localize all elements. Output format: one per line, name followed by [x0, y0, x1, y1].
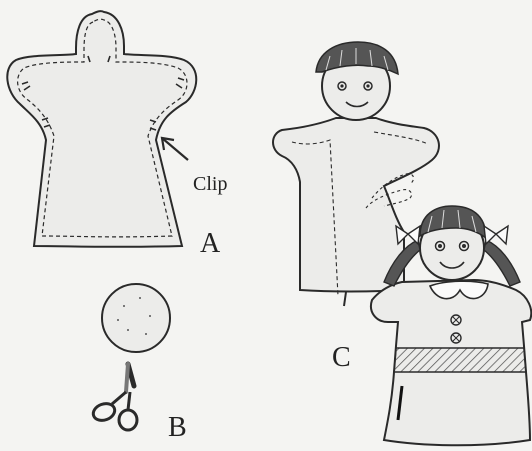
girl-waistband — [394, 348, 526, 372]
boy-body — [273, 118, 439, 292]
figure-b-head-cutout — [91, 284, 170, 430]
scissors-icon — [91, 364, 137, 430]
girl-pigtail-right — [484, 240, 520, 286]
figure-a-pattern — [7, 11, 196, 247]
label-c: C — [332, 344, 351, 372]
figure-c-boy-puppet — [273, 42, 439, 306]
head-circle — [102, 284, 170, 352]
pattern-outline — [7, 11, 196, 247]
girl-bow-left — [396, 226, 420, 244]
label-a: A — [200, 230, 220, 258]
clip-arrow — [162, 138, 188, 160]
girl-bow-right — [484, 226, 508, 244]
label-b: B — [168, 414, 187, 442]
label-clip: Clip — [193, 174, 227, 194]
